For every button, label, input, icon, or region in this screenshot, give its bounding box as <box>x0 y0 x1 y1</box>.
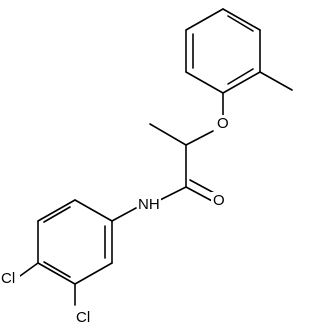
tolyl-ring-bond <box>222 8 261 31</box>
dichlorophenyl-ring-bond <box>74 262 113 285</box>
bond-lines <box>19 8 293 306</box>
amide-aryl-bond <box>111 207 137 222</box>
carbonyl-amide-bond <box>159 186 187 201</box>
tolyl-double-bond <box>227 68 254 85</box>
alpha-methyl-bond <box>149 123 187 146</box>
amide-nitrogen-label: NH <box>138 196 160 213</box>
chlorine-bond-upper <box>19 262 39 277</box>
carbonyl-double-bond <box>189 179 217 195</box>
dichlorophenyl-ring-bond <box>37 262 76 285</box>
dichlorophenyl-double-bond <box>43 261 71 278</box>
ether-ch-bond <box>185 130 214 146</box>
molecule-canvas: O O NH Cl Cl <box>0 8 293 327</box>
tolyl-ring-bond <box>185 8 224 31</box>
dichlorophenyl-ring-bond <box>37 199 76 222</box>
tolyl-double-bond <box>227 15 254 32</box>
amide-nitrogen-mask <box>137 196 161 214</box>
ether-oxygen-mask <box>215 115 231 133</box>
ether-oxygen-label: O <box>217 115 229 132</box>
chemical-structure: O O NH Cl Cl <box>0 8 293 327</box>
chlorine-upper-mask <box>0 270 20 288</box>
chlorine-lower-label: Cl <box>76 309 90 326</box>
dichlorophenyl-double-bond <box>43 206 71 223</box>
dichlorophenyl-ring-bond <box>74 199 113 222</box>
atom-labels: O O NH Cl Cl <box>1 115 229 326</box>
carbonyl-bond <box>185 186 215 203</box>
tolyl-ring-bond <box>185 71 224 94</box>
tolyl-ring-bond <box>222 71 261 94</box>
aryl-methyl-bond <box>259 71 293 91</box>
carbonyl-oxygen-label: O <box>213 192 225 209</box>
chlorine-upper-label: Cl <box>1 270 15 287</box>
atom-label-masks <box>0 115 231 327</box>
chlorine-lower-mask <box>75 309 97 327</box>
carbonyl-oxygen-mask <box>211 192 227 210</box>
